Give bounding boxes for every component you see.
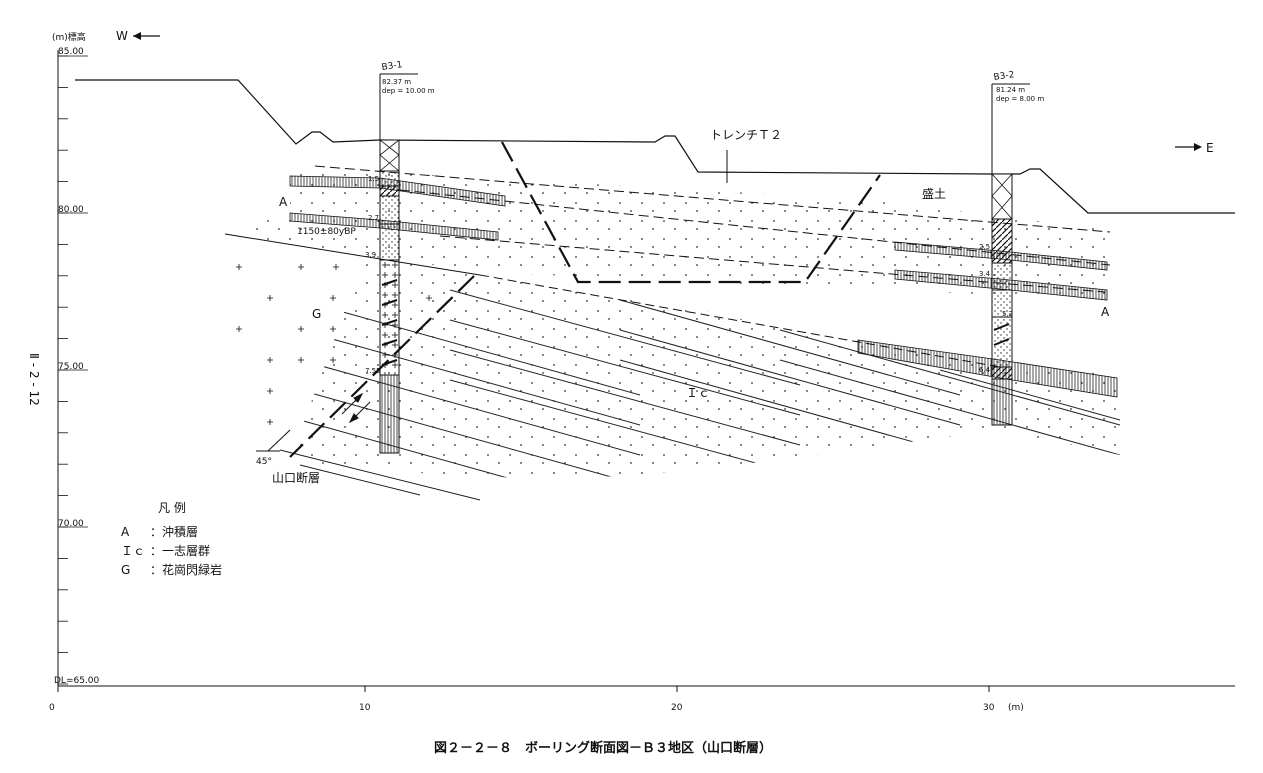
x-tick-30: 30 (983, 703, 995, 713)
dip-angle-icon (256, 429, 291, 452)
y-tick-65: DL=65.00 (54, 676, 100, 686)
borehole-b3-2: B3-2 81.24 m dep = 8.00 m 2.5 3.4 5.2 6.… (979, 70, 1044, 426)
page-number: Ⅱ - 2 - 12 (27, 353, 41, 406)
radiocarbon-date: 1150±80yBP (297, 227, 356, 237)
ichishi-group-layer (279, 255, 1120, 501)
fault-label: 山口断層 (272, 470, 320, 485)
x-tick-0: 0 (49, 703, 55, 713)
legend-key-ic: Ｉｃ (121, 544, 145, 558)
alluvium-layer (225, 170, 1110, 300)
east-arrow-icon (1175, 143, 1202, 151)
figure-caption: 図２－２－８ ボーリング断面図－Ｂ３地区（山口断層） (434, 740, 772, 756)
borehole-b3-1: B3-1 82.37 m dep = 10.00 m 1.5 2.7 3.9 7… (365, 60, 435, 454)
y-tick-70: 70.00 (58, 519, 84, 529)
b3-2-mark-3: 5.2 (1002, 310, 1013, 318)
b3-1-depth: dep = 10.00 m (382, 87, 435, 95)
y-tick-85: 85.00 (58, 47, 84, 57)
b3-1-mark-1: 1.5 (368, 175, 379, 183)
trench-outline (501, 141, 881, 284)
granodiorite-label: G (312, 307, 321, 321)
legend-text-ic: ：一志層群 (150, 544, 210, 558)
b3-1-elevation: 82.37 m (382, 78, 411, 86)
legend-key-a: A (121, 525, 130, 539)
granodiorite-layer (236, 264, 432, 425)
b3-1-mark-3: 3.9 (365, 251, 376, 259)
angle-label: 45° (256, 457, 272, 467)
b3-2-elevation: 81.24 m (996, 86, 1025, 94)
fill-label: 盛土 (922, 186, 946, 201)
ground-surface (75, 79, 1235, 214)
trench-label: トレンチＴ２ (710, 128, 782, 142)
ichishi-label: Ｉｃ (686, 386, 710, 400)
b3-2-depth: dep = 8.00 m (996, 95, 1044, 103)
b3-1-mark-4: 7.55 (365, 367, 381, 375)
y-tick-75: 75.00 (58, 362, 84, 372)
west-arrow-icon (133, 32, 160, 40)
y-axis-title: (m)標高 (52, 31, 86, 43)
legend-title: 凡 例 (158, 501, 186, 515)
y-tick-80: 80.00 (58, 205, 84, 215)
legend-text-a: ：沖積層 (150, 524, 198, 539)
b3-1-name: B3-1 (381, 60, 403, 73)
b3-1-mark-2: 2.7 (368, 214, 379, 222)
fault-motion-arrows-icon (341, 392, 371, 424)
legend-text-g: ：花崗閃緑岩 (150, 562, 222, 577)
east-label: E (1206, 141, 1214, 155)
west-label: W (116, 29, 128, 43)
legend: 凡 例 A ：沖積層 Ｉｃ ：一志層群 G ：花崗閃緑岩 (121, 501, 222, 577)
b3-2-mark-1: 2.5 (979, 243, 990, 251)
b3-2-mark-2: 3.4 (979, 270, 991, 278)
x-tick-20: 20 (671, 703, 683, 713)
alluvium-label-right: A (1101, 305, 1110, 319)
alluvium-label-left: A (279, 195, 288, 209)
b3-2-mark-4: 6.4 (979, 366, 991, 374)
x-tick-10: 10 (359, 703, 371, 713)
legend-key-g: G (121, 563, 130, 577)
b3-2-name: B3-2 (993, 70, 1015, 83)
x-unit: (m) (1008, 703, 1024, 713)
